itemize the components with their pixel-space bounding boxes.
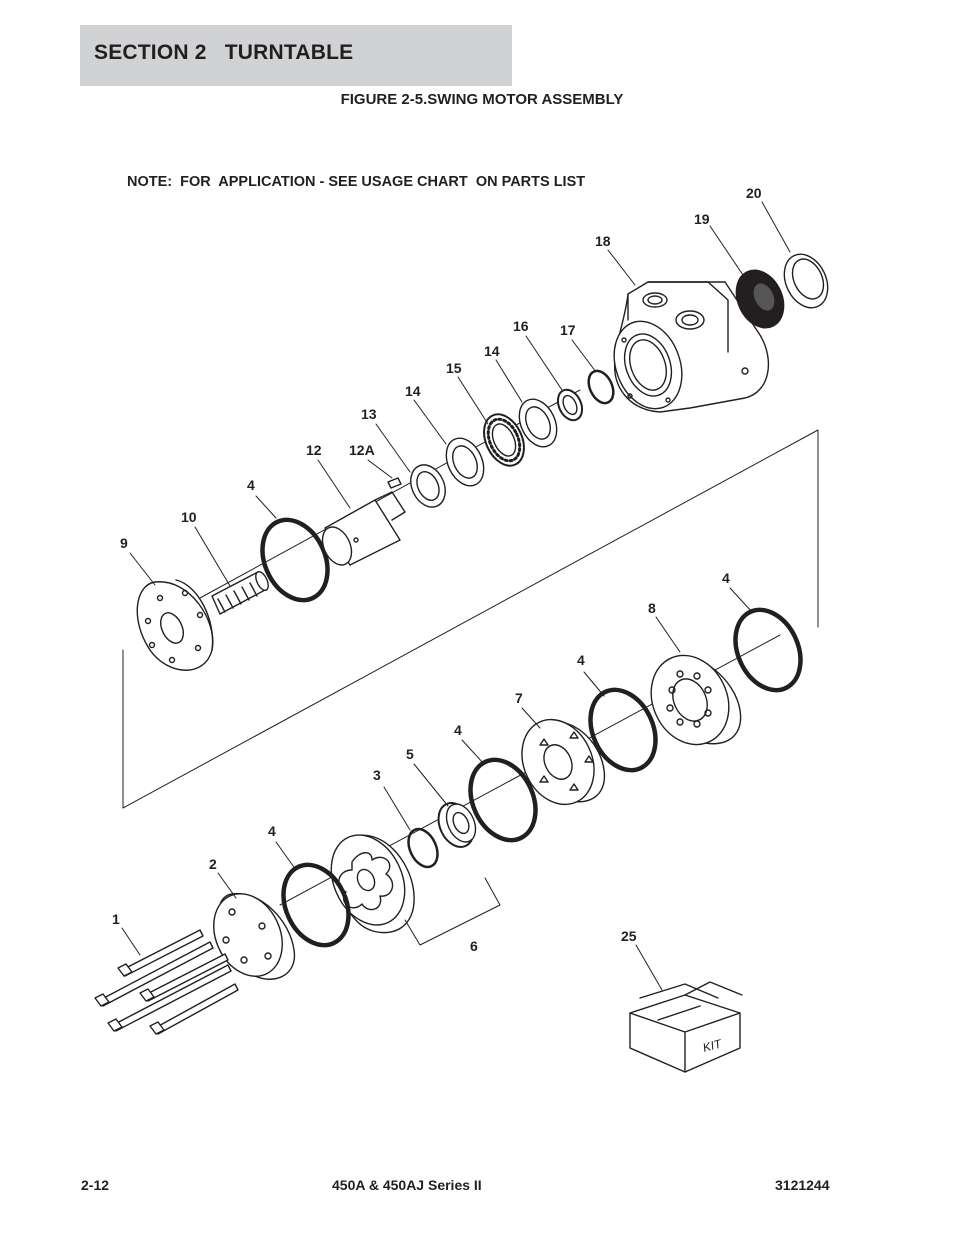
callout-7: 7 — [515, 690, 523, 706]
callout-4: 4 — [268, 823, 276, 839]
callout-1: 1 — [112, 911, 120, 927]
part-10-drive-shaft — [211, 570, 269, 615]
callout-20: 20 — [746, 185, 762, 201]
part-4-o-ring — [281, 862, 351, 948]
part-4-o-ring — [468, 757, 538, 843]
part-6-gerotor-set — [330, 834, 415, 934]
callout-4: 4 — [247, 477, 255, 493]
part-4-o-ring — [733, 607, 803, 693]
model-name: 450A & 450AJ Series II — [332, 1177, 482, 1193]
part-13-bearing-ring — [410, 464, 446, 508]
callout-8: 8 — [648, 600, 656, 616]
callout-4: 4 — [577, 652, 585, 668]
part-4-o-ring — [260, 517, 330, 603]
callout-12a: 12A — [349, 442, 375, 458]
part-25-seal-kit-box: KIT — [629, 981, 743, 1073]
callout-13: 13 — [361, 406, 377, 422]
part-1-cap-screws — [94, 929, 239, 1035]
callout-25: 25 — [621, 928, 637, 944]
document-number: 3121244 — [775, 1177, 830, 1193]
callout-14: 14 — [405, 383, 421, 399]
kit-label: KIT — [701, 1036, 724, 1055]
part-18-motor-housing — [613, 281, 770, 413]
callout-10: 10 — [181, 509, 197, 525]
page-number: 2-12 — [81, 1177, 110, 1193]
callout-9: 9 — [120, 535, 128, 551]
part-8-valve-plate — [650, 654, 742, 746]
part-16-seal-ring — [556, 388, 584, 422]
callout-17: 17 — [560, 322, 576, 338]
figure-title: FIGURE 2-5.SWING MOTOR ASSEMBLY — [340, 91, 624, 108]
callout-3: 3 — [373, 767, 381, 783]
callout-leader-lines — [121, 201, 791, 991]
usage-note: NOTE: FOR APPLICATION - SEE USAGE CHART … — [127, 174, 586, 190]
part-14-thrust-washer — [445, 437, 485, 487]
part-20-dust-cap — [783, 253, 829, 309]
part-15-thrust-bearing — [483, 413, 525, 467]
callout-6: 6 — [470, 938, 478, 954]
callout-14: 14 — [484, 343, 500, 359]
part-17-snap-ring — [587, 369, 615, 405]
callout-16: 16 — [513, 318, 529, 334]
callout-2: 2 — [209, 856, 217, 872]
section-banner: SECTION 2 TURNTABLE — [80, 25, 512, 86]
callout-4: 4 — [454, 722, 462, 738]
part-3-retaining-ring — [407, 827, 439, 869]
part-12a-key — [387, 477, 402, 489]
part-5-rotor-ring — [437, 802, 477, 848]
part-19-shaft-seal — [735, 269, 785, 329]
part-2-end-cover — [213, 893, 296, 980]
part-7-manifold-plate — [521, 718, 606, 806]
section-title: SECTION 2 TURNTABLE — [94, 41, 354, 64]
part-12-shaft-coupling — [321, 491, 406, 566]
callout-18: 18 — [595, 233, 611, 249]
part-9-end-plate — [136, 579, 214, 671]
callout-5: 5 — [406, 746, 414, 762]
part-6-group-bracket — [404, 877, 501, 946]
part-4-o-ring — [588, 687, 658, 773]
callout-15: 15 — [446, 360, 462, 376]
callout-12: 12 — [306, 442, 322, 458]
callout-4: 4 — [722, 570, 730, 586]
callout-numbers: 1 2 3 4 4 4 4 4 5 6 7 8 9 10 12 12A 13 1… — [112, 185, 762, 954]
callout-19: 19 — [694, 211, 710, 227]
part-14-thrust-washer — [518, 398, 558, 448]
